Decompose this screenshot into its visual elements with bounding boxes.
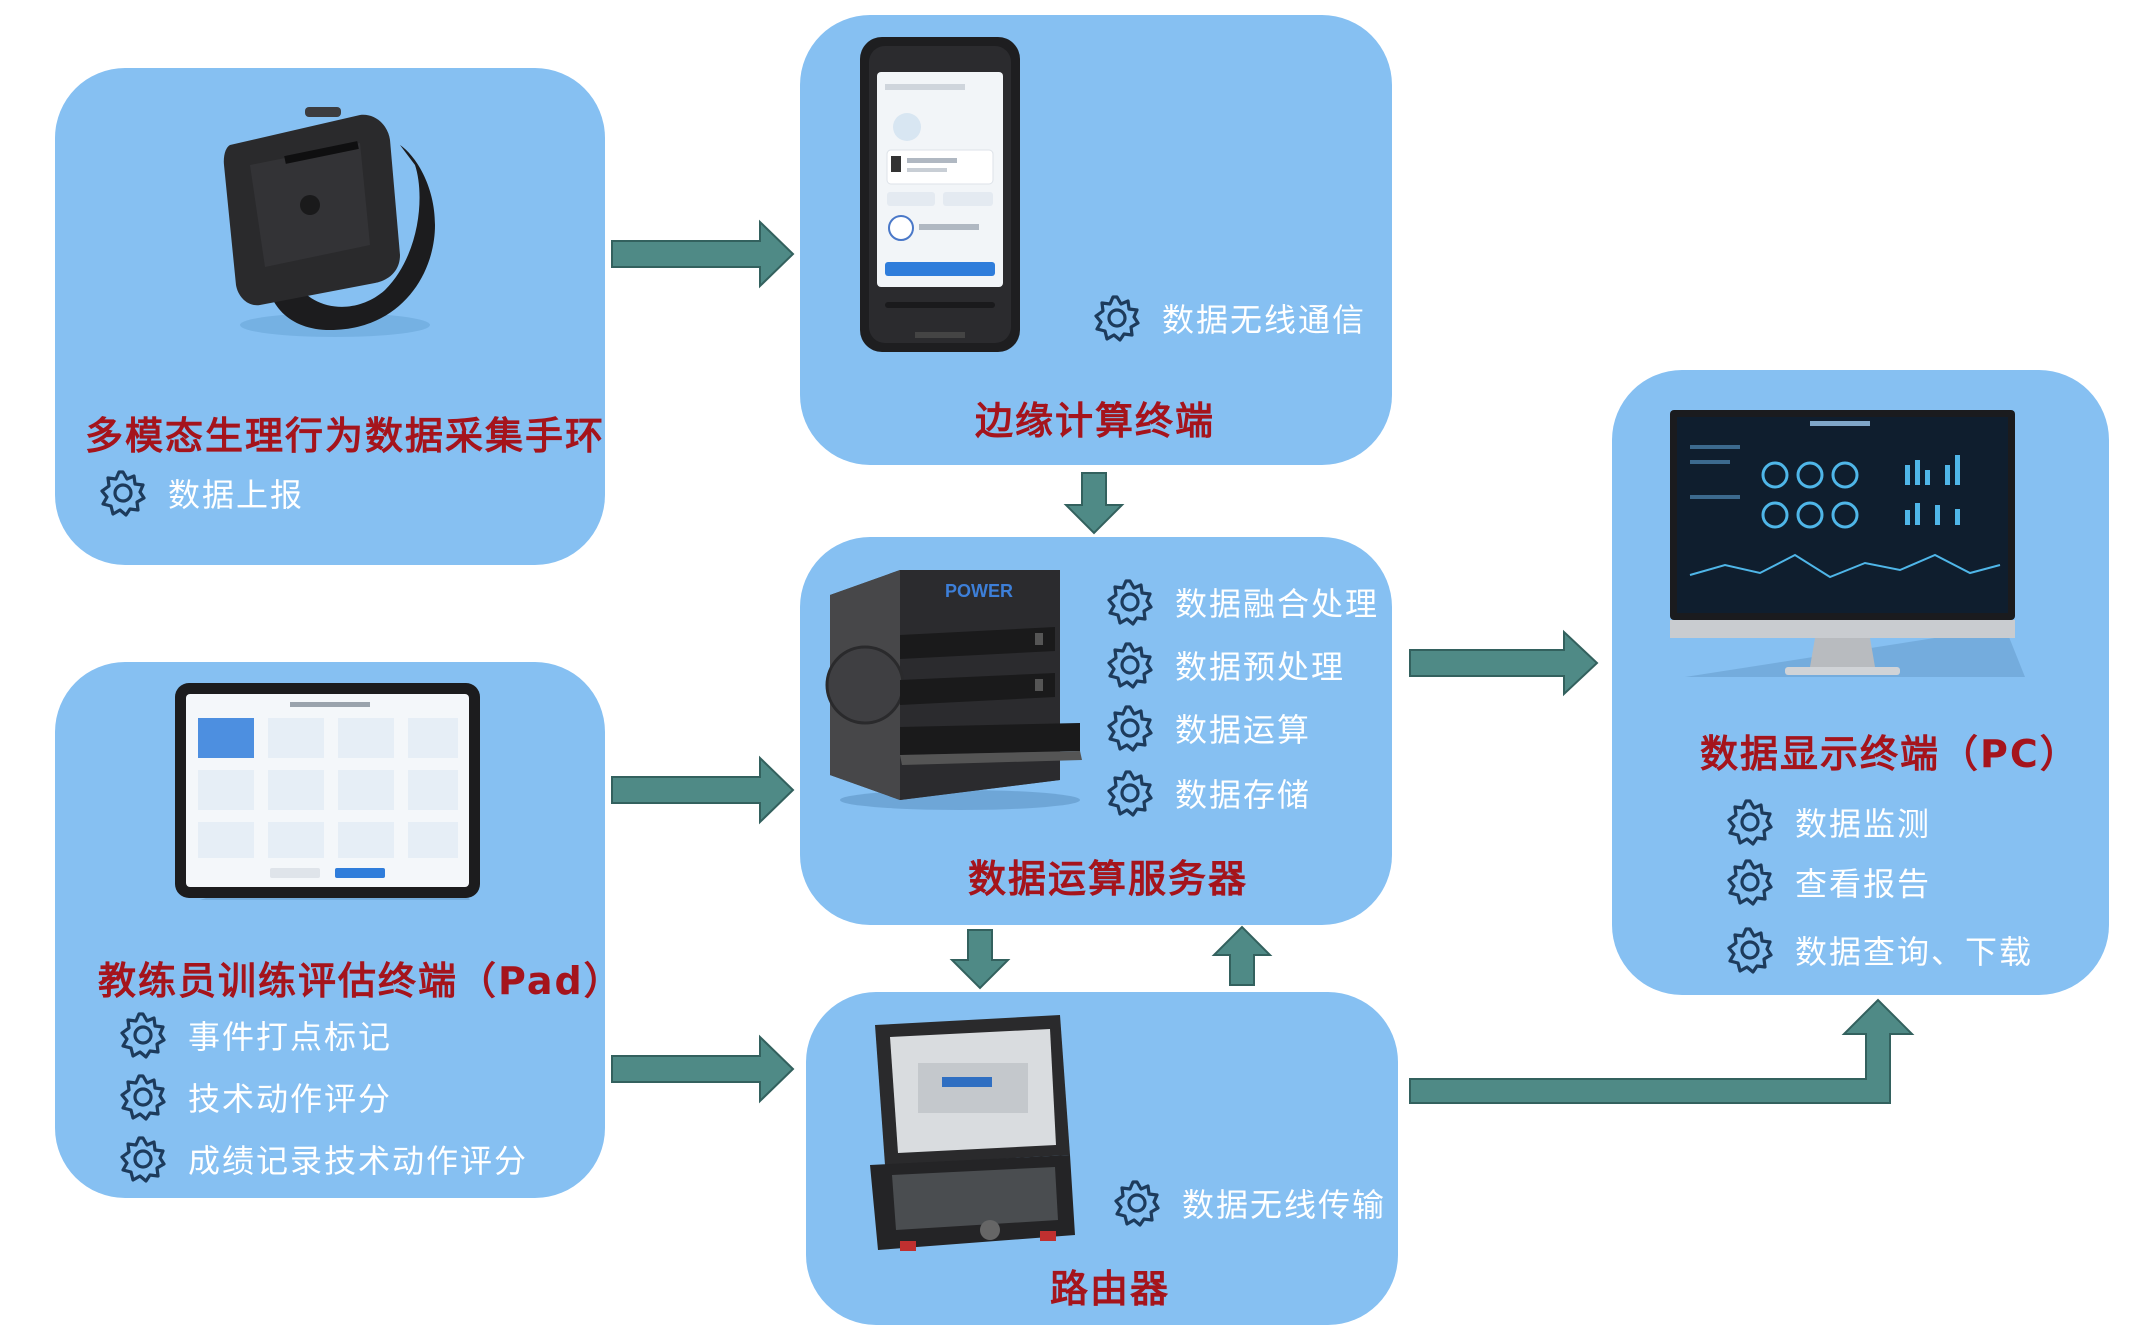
feature-label: 数据上报 xyxy=(168,476,305,514)
pad-device-image xyxy=(175,683,480,900)
server-feature-item: 数据融合处理 xyxy=(1105,577,1379,627)
arrow-pad-to-router xyxy=(611,1034,795,1104)
feature-label: 数据运算 xyxy=(1175,711,1312,749)
feature-label: 数据无线传输 xyxy=(1182,1186,1387,1224)
arrow-server-to-pc xyxy=(1409,629,1599,697)
pc-feature-item: 数据查询、下载 xyxy=(1725,925,2033,975)
pc-device-image xyxy=(1670,410,2025,677)
feature-label: 成绩记录技术动作评分 xyxy=(188,1142,529,1180)
pad-feature-item: 技术动作评分 xyxy=(118,1072,392,1122)
pc-feature-item: 数据监测 xyxy=(1725,797,1931,847)
feature-label: 查看报告 xyxy=(1795,865,1932,903)
arrow-router-to-pc xyxy=(1409,998,1915,1104)
router-feature-item: 数据无线传输 xyxy=(1112,1178,1386,1228)
bracelet-feature-item: 数据上报 xyxy=(98,468,304,518)
feature-label: 数据预处理 xyxy=(1175,648,1346,686)
router-title: 路由器 xyxy=(1050,1267,1171,1311)
feature-label: 数据存储 xyxy=(1175,776,1312,814)
edge-terminal-feature-item: 数据无线通信 xyxy=(1092,293,1366,343)
arrow-bracelet-to-edge xyxy=(611,219,795,289)
pad-feature-item: 成绩记录技术动作评分 xyxy=(118,1134,528,1184)
router-device-image xyxy=(870,1015,1075,1251)
arrow-pad-to-server xyxy=(611,755,795,825)
bracelet-device-image xyxy=(223,107,435,337)
bracelet-title: 多模态生理行为数据采集手环 xyxy=(85,414,606,458)
feature-label: 技术动作评分 xyxy=(188,1080,393,1118)
feature-label: 数据无线通信 xyxy=(1162,301,1367,339)
server-brand-label: POWER xyxy=(945,581,1013,601)
server-feature-item: 数据预处理 xyxy=(1105,640,1345,690)
arrow-router-to-server xyxy=(1211,925,1273,986)
feature-label: 数据监测 xyxy=(1795,805,1932,843)
arrow-edge-to-server xyxy=(1063,472,1125,535)
pad-feature-item: 事件打点标记 xyxy=(118,1010,392,1060)
server-feature-item: 数据运算 xyxy=(1105,703,1311,753)
feature-label: 数据查询、下载 xyxy=(1795,933,2034,971)
feature-label: 数据融合处理 xyxy=(1175,585,1380,623)
pc-title: 数据显示终端（PC） xyxy=(1700,732,2080,776)
server-title: 数据运算服务器 xyxy=(968,857,1249,901)
pad-title: 教练员训练评估终端（Pad） xyxy=(98,959,624,1003)
arrow-server-to-router xyxy=(949,929,1011,990)
server-device-image: POWER xyxy=(825,570,1082,810)
server-feature-item: 数据存储 xyxy=(1105,768,1311,818)
pc-feature-item: 查看报告 xyxy=(1725,857,1931,907)
edge-terminal-device-image xyxy=(860,37,1020,352)
edge-terminal-title: 边缘计算终端 xyxy=(975,399,1216,443)
feature-label: 事件打点标记 xyxy=(188,1018,393,1056)
